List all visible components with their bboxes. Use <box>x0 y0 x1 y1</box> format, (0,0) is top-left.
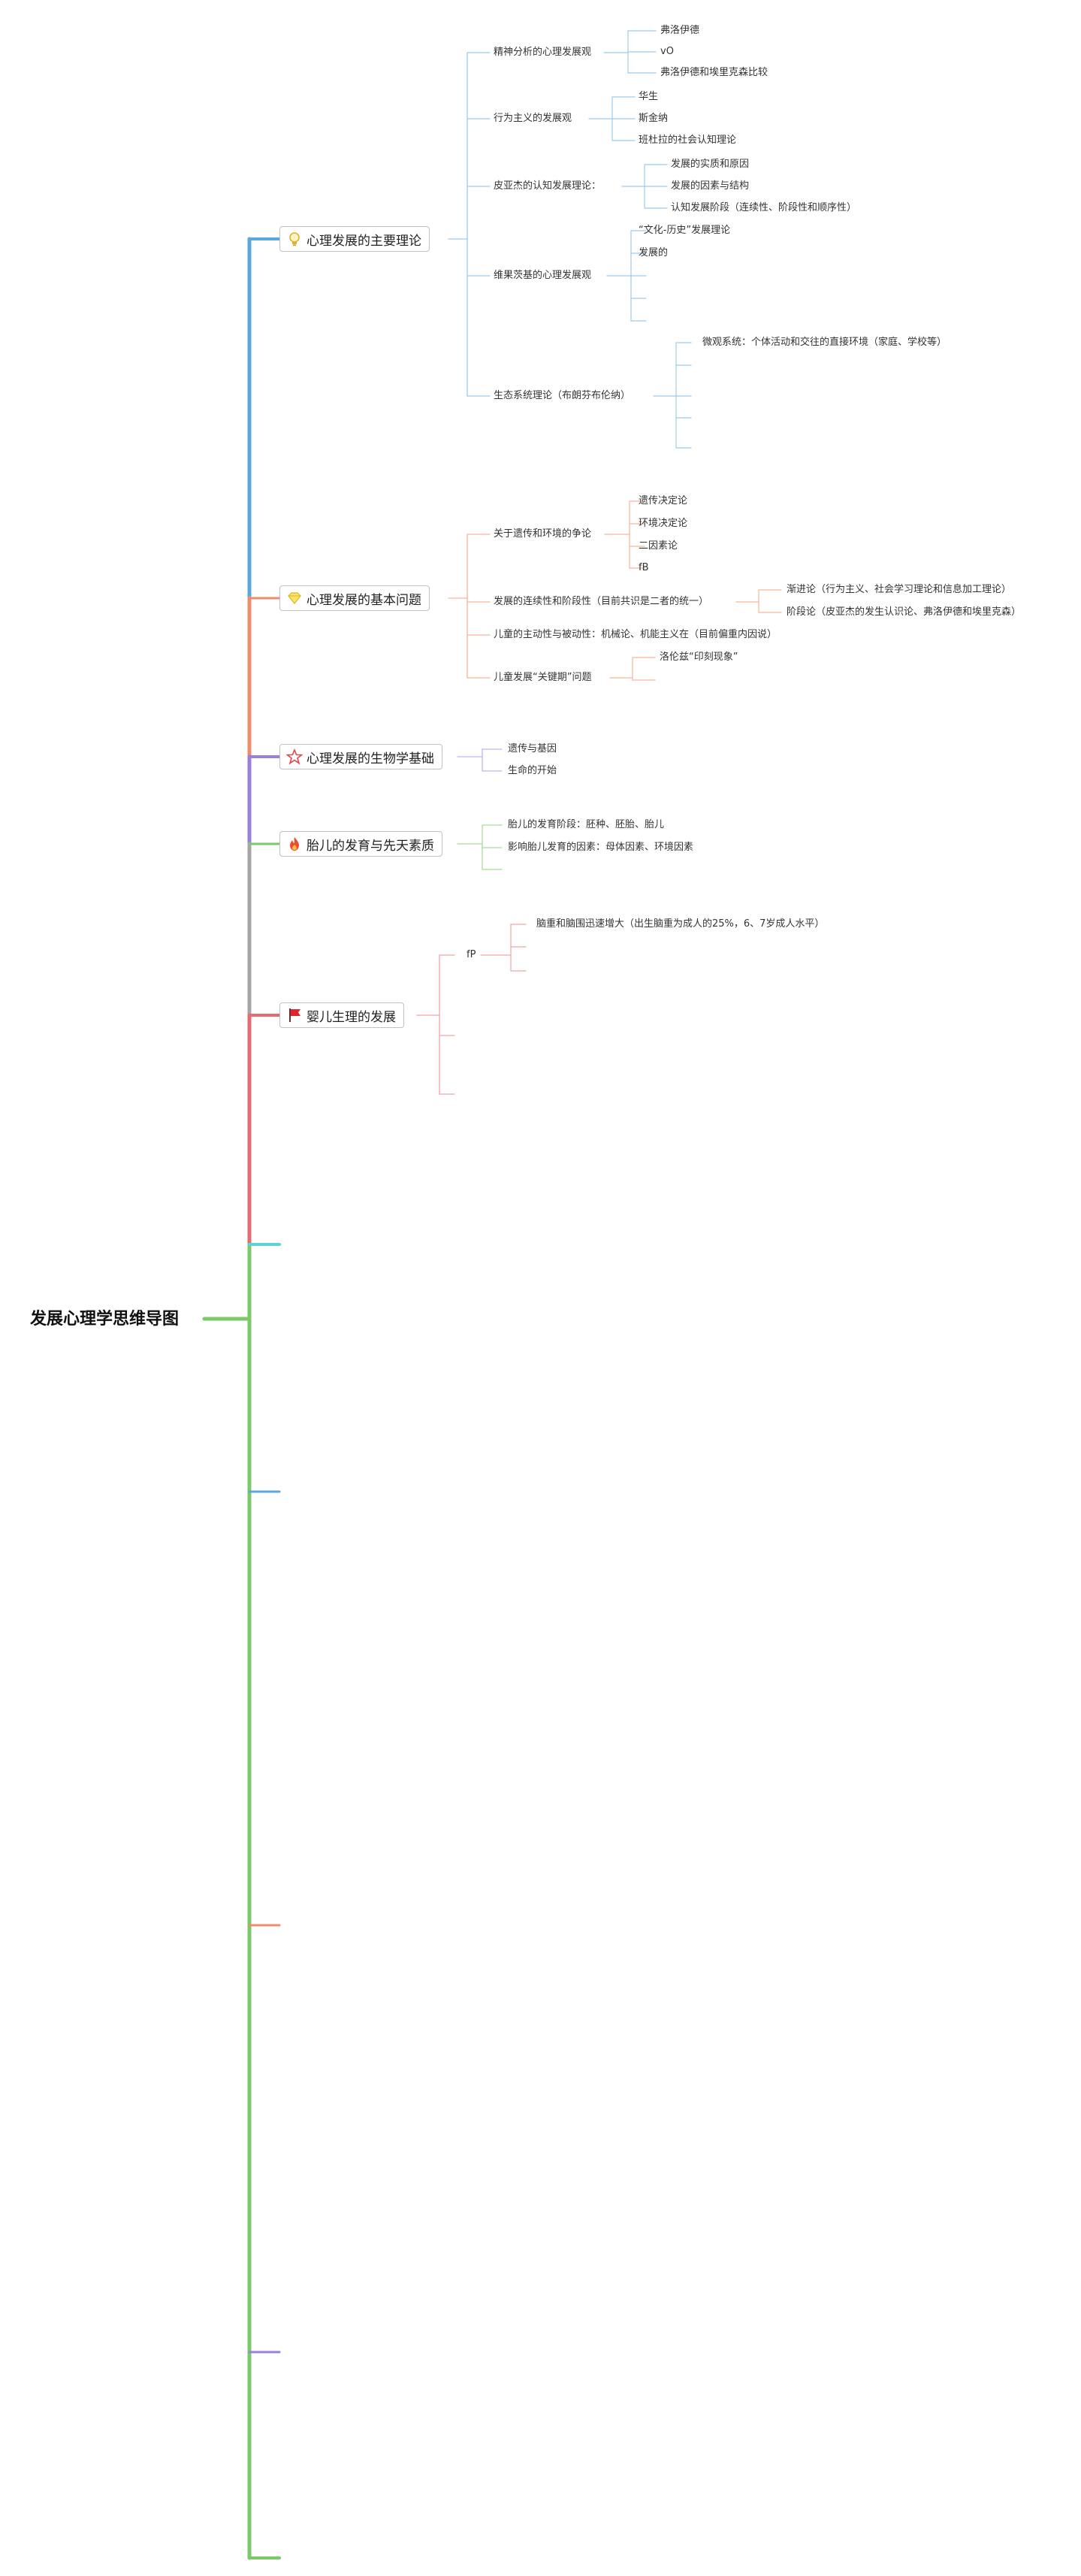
node-brain-growth[interactable]: 脑重和脑围迅速增大（出生脑重为成人的25%，6、7岁成人水平） <box>536 918 825 930</box>
node-behaviorism[interactable]: 行为主义的发展观 <box>494 113 572 124</box>
node-piaget-stages[interactable]: 认知发展阶段（连续性、阶段性和顺序性） <box>671 202 857 213</box>
node-fp[interactable]: fP <box>467 949 476 960</box>
node-psychoanalysis[interactable]: 精神分析的心理发展观 <box>494 47 592 58</box>
node-ecological-systems[interactable]: 生态系统理论（布朗芬布伦纳） <box>494 390 631 401</box>
node-vo[interactable]: vO <box>660 46 674 57</box>
node-fetal-factors[interactable]: 影响胎儿发育的因素：母体因素、环境因素 <box>508 842 694 853</box>
node-beginning-of-life[interactable]: 生命的开始 <box>508 765 557 776</box>
node-piaget-essence[interactable]: 发展的实质和原因 <box>671 159 750 170</box>
branch-infant-physiology[interactable]: 婴儿生理的发展 <box>279 1002 404 1028</box>
branch-label: 胎儿的发育与先天素质 <box>306 838 434 854</box>
branch-label: 心理发展的生物学基础 <box>306 751 434 766</box>
branch-main-theories[interactable]: 心理发展的主要理论 <box>279 226 430 252</box>
branch-label: 心理发展的主要理论 <box>306 233 421 249</box>
node-bandura[interactable]: 班杜拉的社会认知理论 <box>639 135 737 146</box>
node-gradualism[interactable]: 渐进论（行为主义、社会学习理论和信息加工理论） <box>787 584 1012 595</box>
branch-label: 心理发展的基本问题 <box>306 592 421 608</box>
node-critical-period[interactable]: 儿童发展“关键期”问题 <box>494 672 592 683</box>
fire-icon <box>286 836 303 852</box>
node-stage-theory[interactable]: 阶段论（皮亚杰的发生认识论、弗洛伊德和埃里克森） <box>787 606 1022 618</box>
node-heredity-environment[interactable]: 关于遗传和环境的争论 <box>494 528 592 540</box>
flag-icon <box>286 1007 303 1023</box>
node-piaget[interactable]: 皮亚杰的认知发展理论： <box>494 180 602 192</box>
branch-basic-issues[interactable]: 心理发展的基本问题 <box>279 585 430 611</box>
node-continuity-stages[interactable]: 发展的连续性和阶段性（目前共识是二者的统一） <box>494 596 709 607</box>
node-fetal-stages[interactable]: 胎儿的发育阶段：胚种、胚胎、胎儿 <box>508 819 665 830</box>
node-cultural-historical[interactable]: “文化-历史”发展理论 <box>639 225 731 236</box>
node-freud-erikson-comparison[interactable]: 弗洛伊德和埃里克森比较 <box>660 67 768 78</box>
node-activity-passivity[interactable]: 儿童的主动性与被动性：机械论、机能主义在（目前偏重内因说） <box>494 629 778 640</box>
node-piaget-factors[interactable]: 发展的因素与结构 <box>671 180 750 192</box>
star-icon <box>286 748 303 765</box>
node-microsystem[interactable]: 微观系统：个体活动和交往的直接环境（家庭、学校等） <box>702 337 947 348</box>
diamond-icon <box>286 590 303 606</box>
node-fb[interactable]: fB <box>639 562 649 573</box>
root-topic[interactable]: 发展心理学思维导图 <box>30 1310 180 1329</box>
node-development-of[interactable]: 发展的 <box>639 247 669 259</box>
node-freud[interactable]: 弗洛伊德 <box>660 25 700 36</box>
branch-biological-basis[interactable]: 心理发展的生物学基础 <box>279 744 442 769</box>
node-hereditary-determinism[interactable]: 遗传决定论 <box>639 495 688 506</box>
node-vygotsky[interactable]: 维果茨基的心理发展观 <box>494 270 592 281</box>
node-watson[interactable]: 华生 <box>639 91 659 102</box>
node-heredity-genes[interactable]: 遗传与基因 <box>508 743 557 754</box>
node-two-factor[interactable]: 二因素论 <box>639 540 678 552</box>
lightbulb-icon <box>286 231 303 247</box>
branch-label: 婴儿生理的发展 <box>306 1009 396 1025</box>
node-lorenz-imprinting[interactable]: 洛伦兹“印刻现象” <box>660 652 738 663</box>
node-skinner[interactable]: 斯金纳 <box>639 113 669 124</box>
branch-fetal-development[interactable]: 胎儿的发育与先天素质 <box>279 831 442 857</box>
node-environmental-determinism[interactable]: 环境决定论 <box>639 518 688 529</box>
